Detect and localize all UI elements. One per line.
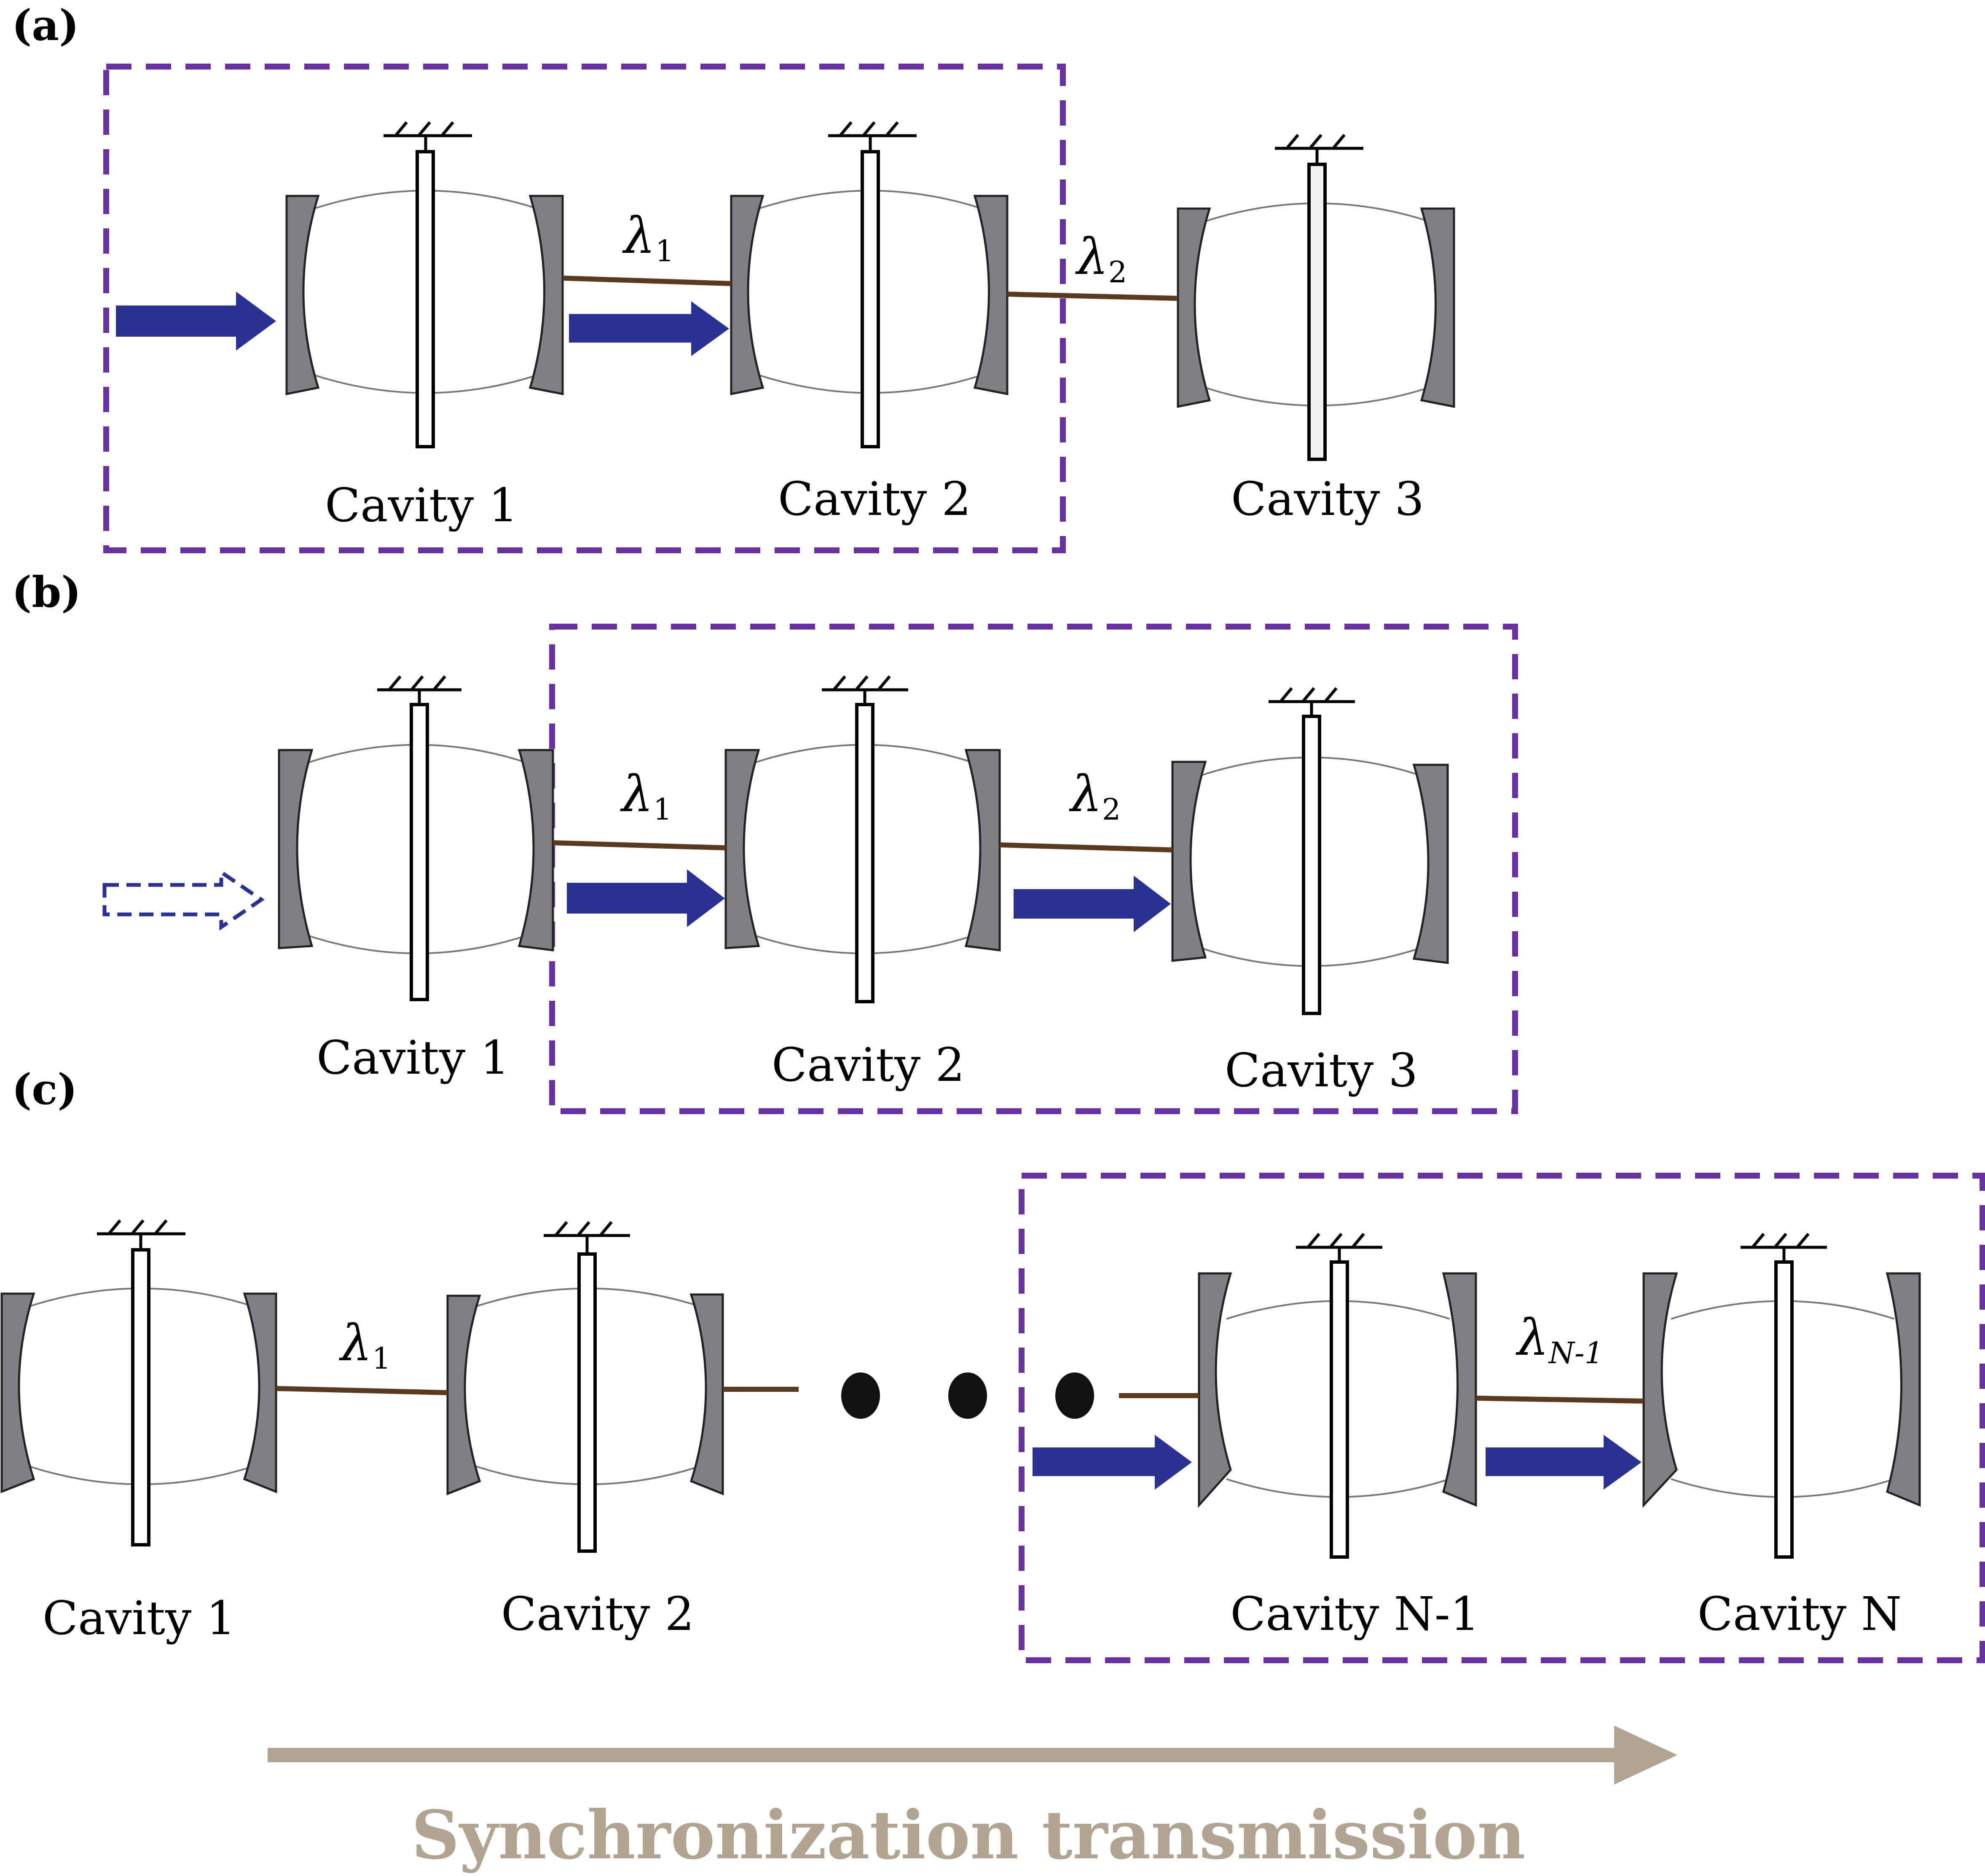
transmission-direction-arrow — [268, 1726, 1677, 1785]
mirror-right — [1886, 1272, 1921, 1507]
cavity-b1 — [278, 675, 554, 1001]
coupling-label-b1: λ1 — [620, 765, 672, 827]
mirror-right — [964, 749, 1001, 951]
mirror-right — [689, 1293, 724, 1495]
mechanical-resonator — [855, 703, 874, 1003]
mirror-right — [243, 1292, 277, 1493]
cavity-b3 — [1171, 687, 1449, 1015]
coupling-label-b2: λ2 — [1069, 765, 1121, 827]
mechanical-resonator — [416, 150, 435, 448]
cavity-label-a2: Cavity 2 — [778, 472, 971, 526]
signal-arrow-a-1-2 — [569, 301, 729, 356]
cavity-label-b2: Cavity 2 — [772, 1038, 965, 1092]
mirror-left — [0, 1292, 35, 1493]
mechanical-resonator — [410, 703, 429, 1001]
highlight-box-c — [1019, 1173, 1985, 1663]
ground-symbol — [1275, 134, 1363, 164]
mirror-left — [1177, 207, 1211, 408]
mirror-left — [730, 195, 764, 396]
cavity-label-a1: Cavity 1 — [325, 478, 518, 532]
mechanical-resonator — [1307, 163, 1327, 461]
ground-symbol — [822, 675, 908, 705]
cavity-a1 — [285, 121, 564, 448]
cavity-label-c3: Cavity N-1 — [1230, 1587, 1480, 1641]
ground-symbol — [1741, 1233, 1827, 1262]
coupling-spring-b2 — [999, 842, 1173, 852]
mirror-right — [1420, 207, 1455, 408]
coupling-label-a1: λ1 — [622, 206, 674, 268]
ground-symbol — [1296, 1233, 1382, 1262]
coupling-spring-a1 — [562, 276, 732, 286]
mechanical-resonator — [1302, 715, 1321, 1015]
mirror-left — [285, 195, 320, 396]
mirror-left — [1171, 761, 1207, 962]
mirror-left — [446, 1294, 481, 1495]
panel-label-a: (a) — [12, 0, 79, 50]
cavity-c1 — [0, 1219, 277, 1546]
ground-symbol — [1269, 687, 1355, 716]
mirror-left — [1642, 1272, 1678, 1508]
mirror-left — [724, 749, 760, 949]
panel-label-c: (c) — [12, 1064, 78, 1114]
mechanical-resonator — [131, 1248, 150, 1546]
ground-symbol — [544, 1221, 630, 1254]
cavity-label-c4: Cavity N — [1698, 1587, 1902, 1641]
panel-label-b: (b) — [12, 567, 81, 617]
coupling-spring-c1 — [276, 1386, 448, 1395]
cavity-a2 — [730, 121, 1009, 448]
signal-arrow-b-input-dashed — [102, 868, 265, 931]
coupling-spring-c4 — [1475, 1396, 1644, 1404]
mirror-left — [278, 749, 314, 949]
highlight-box-a — [103, 64, 1066, 553]
signal-arrow-c-input — [1033, 1435, 1192, 1490]
cavity-label-a3: Cavity 3 — [1231, 472, 1424, 526]
signal-arrow-b-1-2 — [567, 869, 725, 927]
ground-symbol — [377, 675, 461, 705]
ground-symbol — [828, 121, 917, 152]
coupling-label-c4: λN-1 — [1516, 1308, 1603, 1370]
mirror-right — [518, 749, 554, 951]
ground-symbol — [384, 121, 472, 152]
cavity-b2 — [724, 675, 1001, 1003]
ellipsis-dots — [841, 1372, 1094, 1419]
mirror-right — [528, 195, 564, 396]
cavity-c2 — [446, 1221, 724, 1553]
mechanical-resonator — [577, 1252, 597, 1553]
cavity-c4 — [1642, 1233, 1921, 1559]
cavity-label-c1: Cavity 1 — [43, 1591, 236, 1645]
mirror-right — [1442, 1272, 1477, 1507]
mirror-right — [1412, 764, 1449, 964]
signal-arrow-a-input — [116, 292, 276, 351]
figure-caption: Synchronization transmission — [411, 1796, 1526, 1874]
signal-arrow-c-n1-n — [1486, 1435, 1642, 1490]
coupling-spring-b1 — [553, 840, 726, 850]
cavity-label-c2: Cavity 2 — [501, 1587, 694, 1641]
cavity-label-b1: Cavity 1 — [317, 1031, 510, 1085]
cavity-a3 — [1177, 134, 1455, 461]
mechanical-resonator — [1774, 1260, 1794, 1559]
coupling-label-a2: λ2 — [1075, 228, 1127, 289]
cavity-label-b3: Cavity 3 — [1225, 1043, 1418, 1097]
mirror-left — [1198, 1272, 1232, 1508]
coupling-spring-a2 — [1007, 292, 1178, 301]
signal-arrow-b-2-3 — [1014, 876, 1171, 932]
mirror-right — [973, 195, 1009, 396]
highlight-box-b — [549, 624, 1518, 1114]
mechanical-resonator — [1330, 1260, 1349, 1559]
cavity-c3 — [1198, 1233, 1477, 1559]
mechanical-resonator — [861, 150, 880, 448]
ground-symbol — [97, 1219, 185, 1250]
coupling-label-c1: λ1 — [339, 1314, 391, 1376]
